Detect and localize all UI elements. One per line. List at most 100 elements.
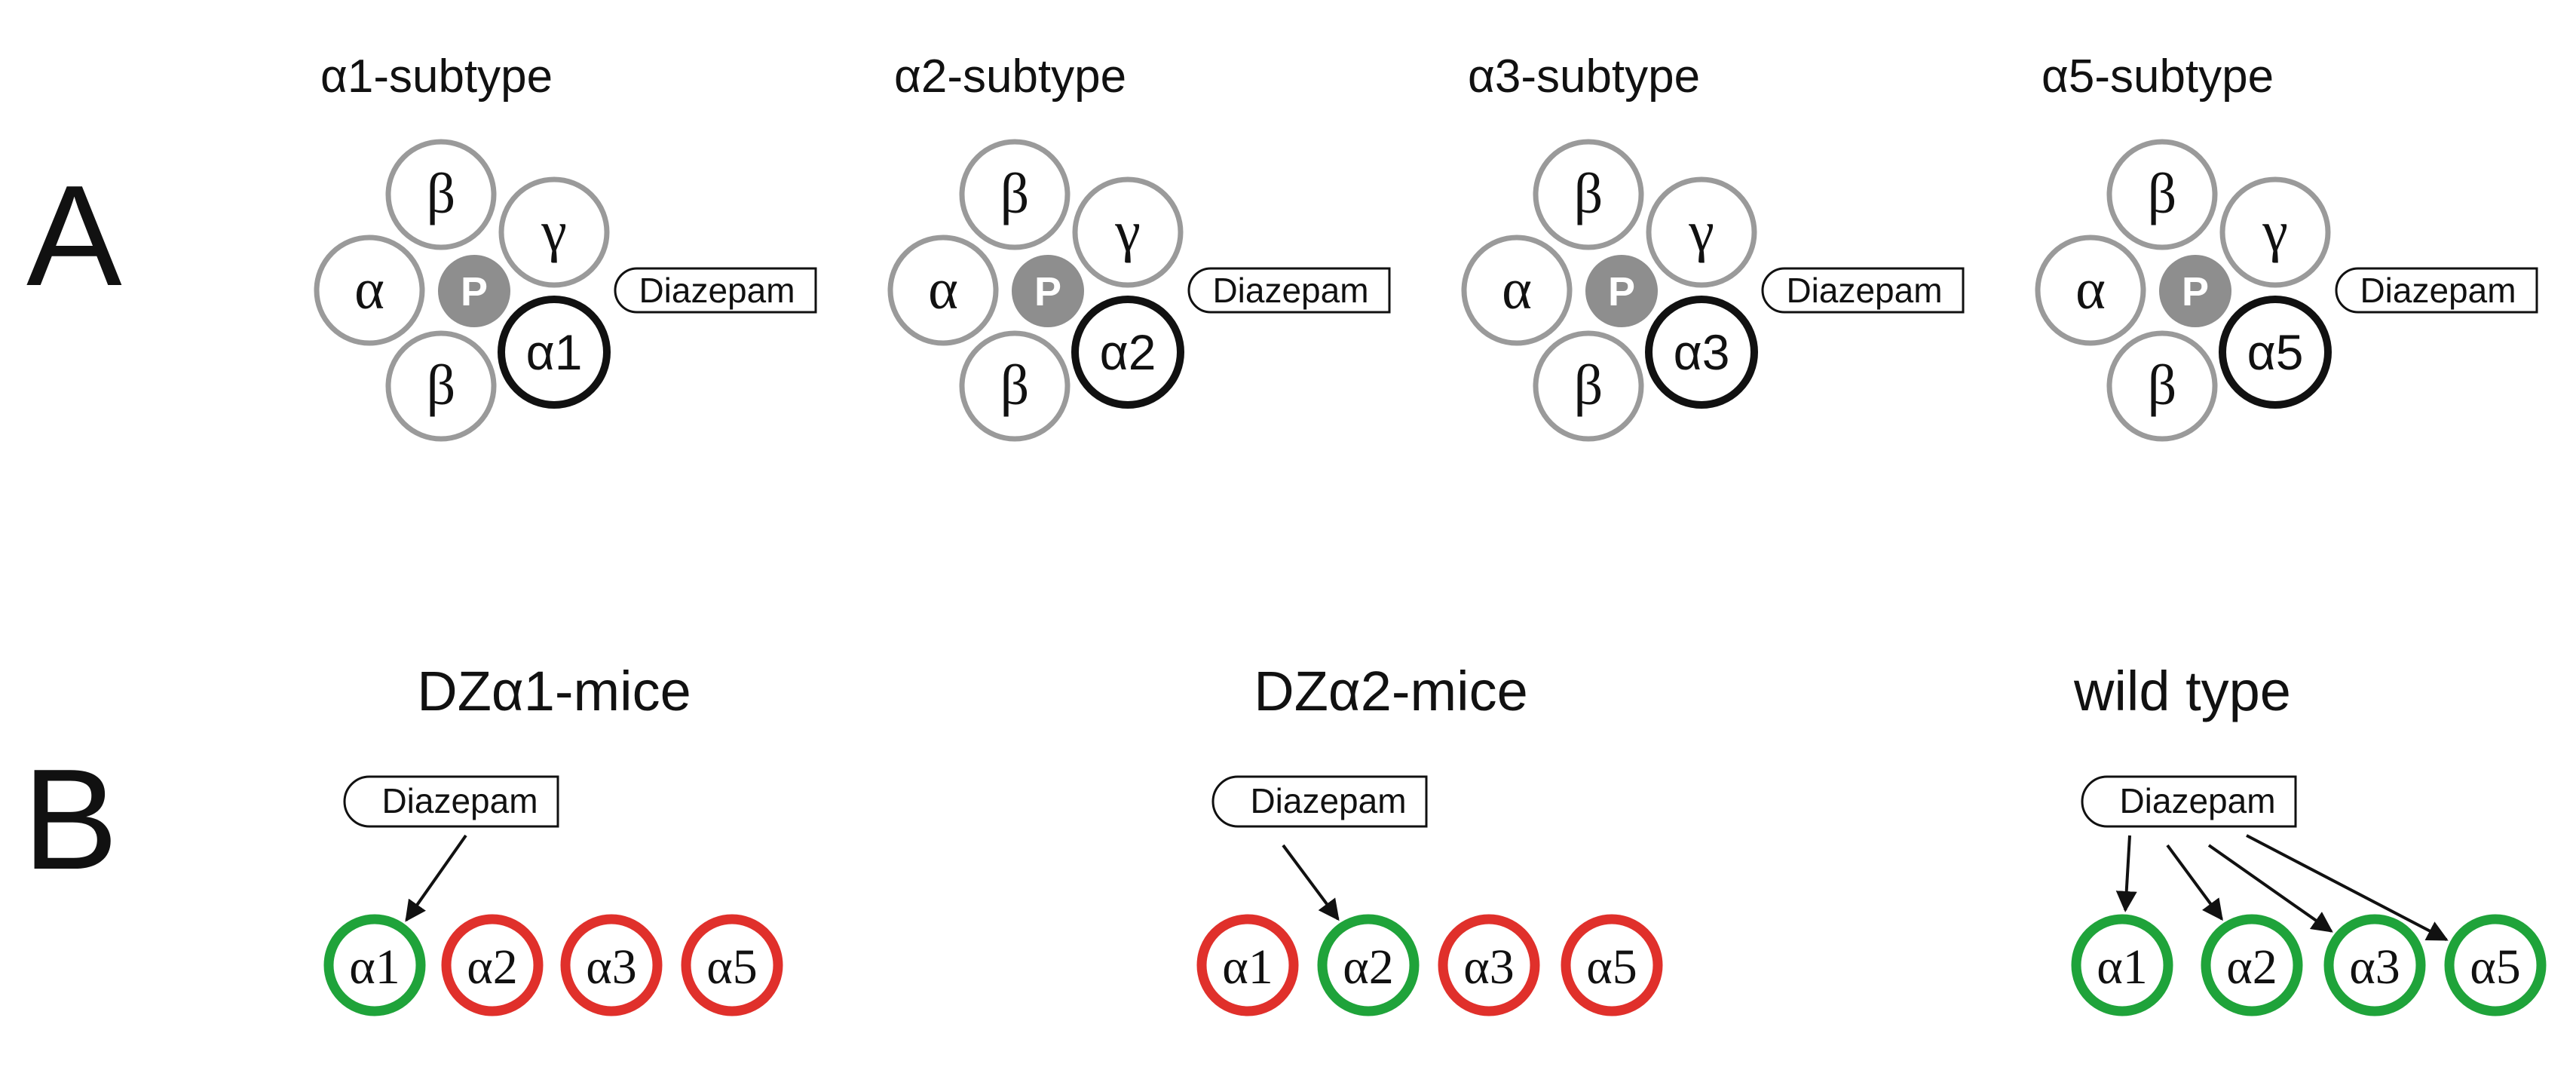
subunit-ring-insensitive	[560, 914, 663, 1016]
diazepam-label: Diazepam	[1786, 271, 1942, 310]
subunit-label: α3	[586, 940, 637, 995]
subunit-label: α5	[706, 940, 758, 995]
diazepam-label: Diazepam	[2360, 271, 2516, 310]
subunit-label: α2	[1343, 940, 1394, 995]
beta-subunit-top-ring	[1533, 139, 1644, 250]
beta-subunit-bottom-ring	[385, 330, 497, 442]
diazepam-tag	[1211, 775, 1428, 828]
subunit-label: α3	[2349, 940, 2400, 995]
target-alpha-label: α2	[1100, 324, 1156, 380]
beta-subunit-top-label: β	[1574, 162, 1603, 225]
subunit-ring-sensitive	[1317, 914, 1420, 1016]
diazepam-tag	[2081, 775, 2297, 828]
subunit-ring-insensitive	[441, 914, 544, 1016]
target-alpha-ring	[1645, 296, 1758, 409]
subunit-ring-insensitive	[681, 914, 783, 1016]
gamma-subunit-ring	[498, 176, 610, 288]
pore-label: P	[2182, 269, 2209, 314]
beta-subunit-bottom-ring	[1533, 330, 1644, 442]
gamma-subunit-label: γ	[2262, 200, 2288, 263]
subunit-ring-sensitive	[323, 914, 426, 1016]
subunit-ring-insensitive	[1438, 914, 1540, 1016]
subunit-ring-sensitive	[2444, 914, 2547, 1016]
beta-subunit-top-label: β	[1000, 162, 1030, 225]
diazepam-tag	[1761, 267, 1965, 314]
pore-circle	[2159, 255, 2231, 327]
alpha-subunit-label: α	[1502, 258, 1532, 321]
panel-a-receptor-subtypes: α1-subtypeβγαβPα1Diazepamα2-subtypeβγαβP…	[314, 51, 2538, 442]
beta-subunit-top-label: β	[2148, 162, 2177, 225]
alpha-subunit-ring	[2035, 235, 2146, 346]
gamma-subunit-label: γ	[1688, 200, 1714, 263]
diazepam-label: Diazepam	[2119, 781, 2275, 820]
subunit-label: α1	[349, 940, 400, 995]
target-alpha-label: α1	[526, 324, 583, 380]
target-alpha-ring	[498, 296, 611, 409]
alpha-subunit-label: α	[354, 258, 384, 321]
beta-subunit-bottom-label: β	[1574, 354, 1603, 417]
diazepam-tag	[614, 267, 817, 314]
diazepam-tag	[1187, 267, 1391, 314]
diazepam-label: Diazepam	[1250, 781, 1406, 820]
target-alpha-ring	[1071, 296, 1184, 409]
group-title: DZα2-mice	[1254, 660, 1527, 722]
diazepam-tag	[343, 775, 559, 828]
subunit-label: α3	[1463, 940, 1515, 995]
group-title: wild type	[2073, 660, 2291, 722]
subunit-ring-sensitive	[2201, 914, 2303, 1016]
pore-label: P	[1608, 269, 1635, 314]
diazepam-label: Diazepam	[639, 271, 795, 310]
subunit-ring-sensitive	[2071, 914, 2173, 1016]
beta-subunit-top-ring	[385, 139, 497, 250]
beta-subunit-top-label: β	[427, 162, 456, 225]
gamma-subunit-ring	[1072, 176, 1184, 288]
diazepam-label: Diazepam	[381, 781, 538, 820]
receptor-title: α1-subtype	[320, 51, 553, 103]
group-title: DZα1-mice	[417, 660, 691, 722]
diazepam-arrow	[2246, 834, 2449, 942]
target-alpha-ring	[2219, 296, 2332, 409]
beta-subunit-top-ring	[959, 139, 1071, 250]
alpha-subunit-ring	[1461, 235, 1573, 346]
subunit-ring-sensitive	[2323, 914, 2426, 1016]
beta-subunit-bottom-ring	[959, 330, 1071, 442]
subunit-label: α5	[1586, 940, 1637, 995]
alpha-subunit-ring	[314, 235, 425, 346]
beta-subunit-bottom-ring	[2106, 330, 2218, 442]
subunit-ring-insensitive	[1561, 914, 1663, 1016]
diazepam-label: Diazepam	[1212, 271, 1368, 310]
pore-label: P	[461, 269, 488, 314]
subunit-label: α2	[467, 940, 518, 995]
beta-subunit-bottom-label: β	[2148, 354, 2177, 417]
receptor-title: α5-subtype	[2042, 51, 2274, 103]
beta-subunit-bottom-label: β	[1000, 354, 1030, 417]
alpha-subunit-label: α	[928, 258, 958, 321]
diazepam-arrow	[2115, 835, 2137, 912]
gamma-subunit-label: γ	[541, 200, 567, 263]
subunit-label: α1	[2097, 940, 2148, 995]
alpha-subunit-ring	[887, 235, 999, 346]
subunit-ring-insensitive	[1196, 914, 1299, 1016]
alpha-subunit-label: α	[2075, 258, 2106, 321]
diazepam-arrow	[2207, 844, 2333, 933]
pore-circle	[1012, 255, 1084, 327]
panel-b-letter: B	[23, 740, 118, 900]
receptor-title: α3-subtype	[1468, 51, 1700, 103]
gamma-subunit-label: γ	[1114, 200, 1141, 263]
target-alpha-label: α5	[2247, 324, 2304, 380]
gamma-subunit-ring	[1646, 176, 1757, 288]
pore-circle	[438, 255, 510, 327]
panel-a-letter: A	[26, 156, 122, 316]
subunit-label: α1	[1222, 940, 1273, 995]
target-alpha-label: α3	[1674, 324, 1730, 380]
diazepam-tag	[2335, 267, 2538, 314]
